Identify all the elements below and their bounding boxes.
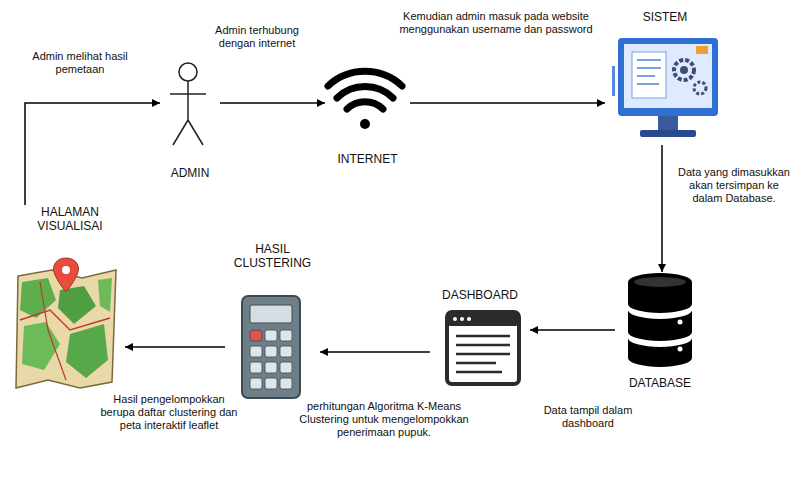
dashboard-icon — [447, 312, 519, 384]
edge-label: Admin terhubung dengan internet — [203, 24, 311, 50]
icon-node: DATABASE — [615, 272, 705, 390]
calculator-icon — [242, 296, 300, 398]
icon-node: DASHBOARD — [430, 288, 530, 388]
edge-label: perhitungan Algoritma K-Means Clustering… — [298, 400, 470, 439]
wifi-icon — [328, 71, 402, 129]
flow-arrow — [410, 102, 605, 104]
icon-node: HASIL CLUSTERING — [225, 242, 320, 402]
flow-arrow — [220, 102, 325, 104]
edge-label: Data yang dimasukkan akan tersimpan ke d… — [675, 166, 793, 205]
node-label: SISTEM — [641, 10, 690, 24]
flow-arrow — [125, 346, 225, 348]
node-label: ADMIN — [169, 166, 212, 180]
node-label: INTERNET — [336, 152, 400, 166]
flow-arrow — [661, 145, 663, 272]
edge-label: Admin melihat hasil pemetaan — [30, 50, 130, 76]
edge-label: Hasil pengelompokkan berupa daftar clust… — [98, 393, 240, 432]
flow-arrow — [25, 103, 160, 205]
icon-node: ADMIN — [160, 58, 220, 180]
admin-figure — [170, 63, 206, 145]
map-icon — [16, 258, 116, 388]
node-label: HASIL CLUSTERING — [231, 242, 315, 270]
node-label: DATABASE — [627, 376, 693, 390]
computer-icon — [612, 38, 718, 137]
icon-node: INTERNET — [325, 68, 410, 166]
flow-arrow — [530, 329, 615, 331]
database-icon — [628, 273, 692, 367]
icon-node: HALAMAN VISUALISAI — [15, 205, 125, 390]
edge-label: Data tampil dalam dashboard — [533, 404, 643, 430]
icon-node: SISTEM — [605, 10, 725, 145]
edge-label: Kemudian admin masuk pada website menggu… — [398, 10, 594, 36]
node-label: DASHBOARD — [440, 288, 520, 302]
node-label: HALAMAN VISUALISAI — [28, 205, 112, 233]
flow-arrow — [320, 351, 430, 353]
